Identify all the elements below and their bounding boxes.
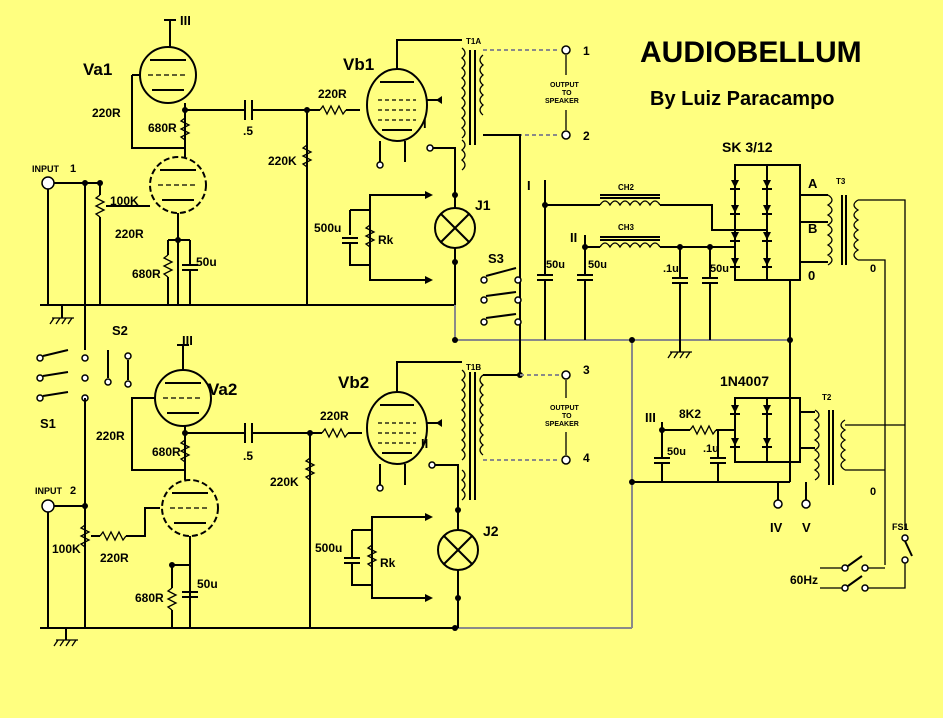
output-caption: OUTPUT xyxy=(550,405,580,412)
transformer-label: T2 xyxy=(822,393,832,402)
transformer-t2 xyxy=(813,409,847,485)
output-caption: SPEAKER xyxy=(545,98,579,105)
capacitor-label: 50u xyxy=(197,577,218,591)
output-caption: TO xyxy=(562,90,572,97)
tap-label: B xyxy=(808,221,817,236)
resistor-label: 220R xyxy=(100,551,129,565)
transformer-label: T3 xyxy=(836,177,846,186)
transformer-t1a xyxy=(460,47,485,171)
transformer-label: T1A xyxy=(466,37,481,46)
tube-label-vb1: Vb1 xyxy=(343,55,374,74)
pot-label: 100K xyxy=(110,194,139,208)
transformer-t3 xyxy=(826,194,860,266)
author-credit: By Luiz Paracampo xyxy=(650,88,835,110)
input-label: INPUT xyxy=(35,486,63,496)
tap-label: 0 xyxy=(808,268,815,283)
transformer-t1b xyxy=(460,369,485,501)
choke-label: CH2 xyxy=(618,183,635,192)
resistor-label: 220K xyxy=(270,475,299,489)
output-terminal: 3 xyxy=(583,363,590,377)
ground-icon xyxy=(49,305,74,325)
capacitor-label: 50u xyxy=(546,259,565,271)
supply-label-v: V xyxy=(802,520,811,535)
resistor-label: 220R xyxy=(115,227,144,241)
meter-label-j1: J1 xyxy=(475,197,491,213)
fuse-label: FS1 xyxy=(892,522,909,532)
rectifier-bridge-1n4007 xyxy=(730,397,801,463)
switch-s1[interactable] xyxy=(36,349,89,402)
tube-vb1 xyxy=(366,68,428,142)
mains-label: 60Hz xyxy=(790,573,818,587)
output-terminal: 2 xyxy=(583,129,590,143)
capacitor-label: .5 xyxy=(243,124,253,138)
capacitor-label: 50u xyxy=(588,259,607,271)
supply-label-screen: II xyxy=(570,230,577,245)
resistor-label: 220R xyxy=(96,429,125,443)
resistor-label: 680R xyxy=(135,591,164,605)
capacitor-label: 50u xyxy=(710,263,729,275)
tube-label-vb2: Vb2 xyxy=(338,373,369,392)
transformer-label: T1B xyxy=(466,363,481,372)
rectifier-label: 1N4007 xyxy=(720,373,769,389)
output-caption: SPEAKER xyxy=(545,421,579,428)
page-title: AUDIOBELLUM xyxy=(640,36,862,69)
supply-label-b-plus: III xyxy=(180,13,191,28)
input-number: 1 xyxy=(70,163,76,175)
capacitor-label: .1u xyxy=(703,443,719,455)
resistor-label: 680R xyxy=(132,267,161,281)
resistor-label: 680R xyxy=(152,445,181,459)
tube-va1 xyxy=(139,46,207,214)
supply-label-bias: I xyxy=(527,178,531,193)
supply-label-bias: I xyxy=(423,116,427,131)
rectifier-bridge-sk xyxy=(730,164,801,281)
resistor-label: Rk xyxy=(378,233,394,247)
capacitor-label: 500u xyxy=(315,541,342,555)
switch-s3[interactable] xyxy=(480,267,522,326)
supply-label-iv: IV xyxy=(770,520,783,535)
resistor-label: 220R xyxy=(320,409,349,423)
input-number: 2 xyxy=(70,485,76,497)
tube-vb2 xyxy=(366,391,428,465)
ground-rails xyxy=(40,304,790,631)
supply-label-screen: II xyxy=(421,436,428,451)
resistor-label: 8K2 xyxy=(679,407,701,421)
mains-switch[interactable] xyxy=(841,534,913,592)
resistor-label: 220R xyxy=(318,87,347,101)
switch-s2[interactable] xyxy=(104,350,132,388)
output-terminal: 1 xyxy=(583,44,590,58)
choke-label: CH3 xyxy=(618,223,635,232)
capacitor-label: .1u xyxy=(663,263,679,275)
ground-icon xyxy=(667,340,692,359)
supply-label-b-plus: III xyxy=(645,410,656,425)
supply-label-b-plus: III xyxy=(182,333,193,348)
resistor-label: 680R xyxy=(148,121,177,135)
capacitor-label: 500u xyxy=(314,221,341,235)
switch-label-s1: S1 xyxy=(40,416,56,431)
rectifier-label: SK 3/12 xyxy=(722,139,773,155)
tube-label-va1: Va1 xyxy=(83,60,112,79)
pot-label: 100K xyxy=(52,542,81,556)
output-caption: OUTPUT xyxy=(550,82,580,89)
capacitor-label: 50u xyxy=(667,446,686,458)
input-label: INPUT xyxy=(32,164,60,174)
meter-label-j2: J2 xyxy=(483,523,499,539)
output-terminal: 4 xyxy=(583,451,590,465)
resistor-label: Rk xyxy=(380,556,396,570)
tap-label: 0 xyxy=(870,486,876,498)
capacitor-label: .5 xyxy=(243,449,253,463)
output-caption: TO xyxy=(562,413,572,420)
tap-label: 0 xyxy=(870,263,876,275)
resistor-label: 220R xyxy=(92,106,121,120)
capacitor-label: 50u xyxy=(196,255,217,269)
tube-label-va2: Va2 xyxy=(208,380,237,399)
switch-label-s3: S3 xyxy=(488,251,504,266)
tap-label: A xyxy=(808,176,818,191)
switch-label-s2: S2 xyxy=(112,323,128,338)
resistor-label: 220K xyxy=(268,154,297,168)
ground-icon xyxy=(53,628,78,647)
